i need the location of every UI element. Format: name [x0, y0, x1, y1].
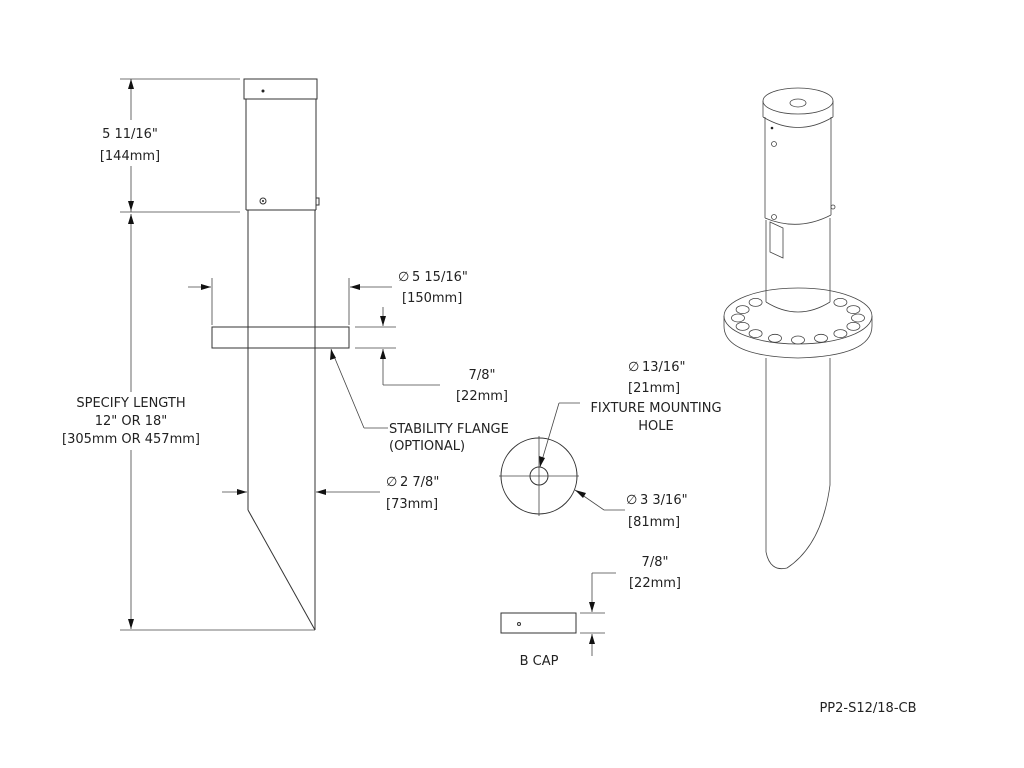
- flange-hole: [748, 297, 763, 307]
- housing-screw-center: [262, 200, 264, 202]
- tube-diameter-metric: [73mm]: [386, 497, 438, 512]
- iso-mounting-hole: [789, 98, 807, 108]
- arrow-icon: [128, 619, 134, 629]
- isometric-view: [723, 87, 873, 570]
- iso-edge: [762, 116, 834, 128]
- arrow-icon: [350, 284, 360, 290]
- housing-screw-icon: [259, 197, 267, 205]
- arrow-icon: [380, 349, 386, 359]
- cap-top-view: ∅ 13/16" [21mm] FIXTURE MOUNTING HOLE ∅ …: [499, 360, 722, 530]
- cap-height-imperial: 5 11/16": [102, 127, 158, 142]
- stake-length-line2: 12" OR 18": [95, 414, 168, 429]
- iso-screw-icon: [830, 204, 836, 210]
- iso-stake-tip: [765, 484, 831, 570]
- flange-hole: [735, 321, 750, 331]
- bcap-hole: [517, 622, 521, 626]
- flange-hole: [791, 335, 805, 345]
- arrow-icon: [201, 284, 211, 290]
- iso-flange-holes: [731, 297, 865, 345]
- leader-line: [539, 402, 560, 468]
- iso-screw-icon: [771, 214, 777, 220]
- flange-hole: [851, 313, 865, 323]
- hole-callout-line2: HOLE: [638, 419, 673, 434]
- diameter-symbol: ∅: [398, 270, 409, 285]
- flange-hole: [768, 333, 782, 343]
- flange-hole: [846, 305, 861, 315]
- cap-height-metric: [144mm]: [100, 149, 160, 164]
- arrow-icon: [237, 489, 247, 495]
- stability-flange: [211, 326, 350, 349]
- iso-cap-top: [762, 87, 834, 115]
- housing-tab: [315, 197, 320, 206]
- flange-thickness-metric: [22mm]: [456, 389, 508, 404]
- flange-diameter-metric: [150mm]: [402, 291, 462, 306]
- iso-screw-icon: [771, 141, 777, 147]
- arrow-icon: [316, 489, 326, 495]
- arrow-icon: [128, 214, 134, 224]
- flange-hole: [735, 305, 750, 315]
- iso-screw-dot: [770, 126, 774, 130]
- stake-length-line3: [305mm OR 457mm]: [62, 432, 200, 447]
- flange-hole: [748, 329, 763, 339]
- arrow-icon: [330, 349, 336, 360]
- diameter-symbol: ∅: [628, 360, 639, 375]
- iso-edge: [723, 325, 873, 359]
- flange-callout-line2: (OPTIONAL): [389, 439, 465, 454]
- iso-edge: [764, 214, 832, 225]
- flange-diameter-imperial: 5 15/16": [412, 270, 468, 285]
- tube-diameter-imperial: 2 7/8": [400, 475, 439, 490]
- arrow-icon: [380, 316, 386, 326]
- part-number: PP2-S12/18-CB: [819, 701, 916, 716]
- iso-label-plate: [769, 221, 784, 259]
- leader-line: [330, 348, 365, 429]
- dim-text-bg: [55, 392, 210, 450]
- hole-callout-line1: FIXTURE MOUNTING: [590, 401, 721, 416]
- top-cap: [243, 78, 318, 100]
- diameter-symbol: ∅: [626, 493, 637, 508]
- flange-hole: [731, 313, 745, 323]
- flange-hole: [833, 297, 848, 307]
- bcap-thickness-metric: [22mm]: [629, 576, 681, 591]
- arrow-icon: [128, 201, 134, 211]
- cap-screw-dot: [261, 89, 265, 93]
- flange-hole: [814, 333, 828, 343]
- dim-text-bg: [95, 120, 170, 166]
- cap-diameter-imperial: 3 3/16": [640, 493, 688, 508]
- hole-diameter-imperial: 13/16": [642, 360, 685, 375]
- flange-hole: [846, 321, 861, 331]
- diameter-symbol: ∅: [386, 475, 397, 490]
- flange-hole: [833, 329, 848, 339]
- flange-callout-line1: STABILITY FLANGE: [389, 422, 509, 437]
- arrow-icon: [539, 456, 545, 467]
- cap-diameter-metric: [81mm]: [628, 515, 680, 530]
- bcap-thickness-imperial: 7/8": [642, 555, 669, 570]
- stake-length-line1: SPECIFY LENGTH: [76, 396, 185, 411]
- bcap-view: 7/8" [22mm] B CAP: [500, 555, 681, 669]
- bcap-outline: [500, 612, 577, 634]
- tube-bevel-edge: [247, 509, 316, 631]
- flange-thickness-imperial: 7/8": [469, 368, 496, 383]
- arrow-icon: [575, 490, 586, 498]
- arrow-icon: [589, 602, 595, 612]
- side-view: 5 11/16" [144mm] SPECIFY LENGTH 12" OR 1…: [55, 78, 509, 631]
- iso-edge: [765, 301, 831, 313]
- arrow-icon: [589, 634, 595, 644]
- arrow-icon: [128, 79, 134, 89]
- bcap-label: B CAP: [520, 654, 559, 669]
- hole-diameter-metric: [21mm]: [628, 381, 680, 396]
